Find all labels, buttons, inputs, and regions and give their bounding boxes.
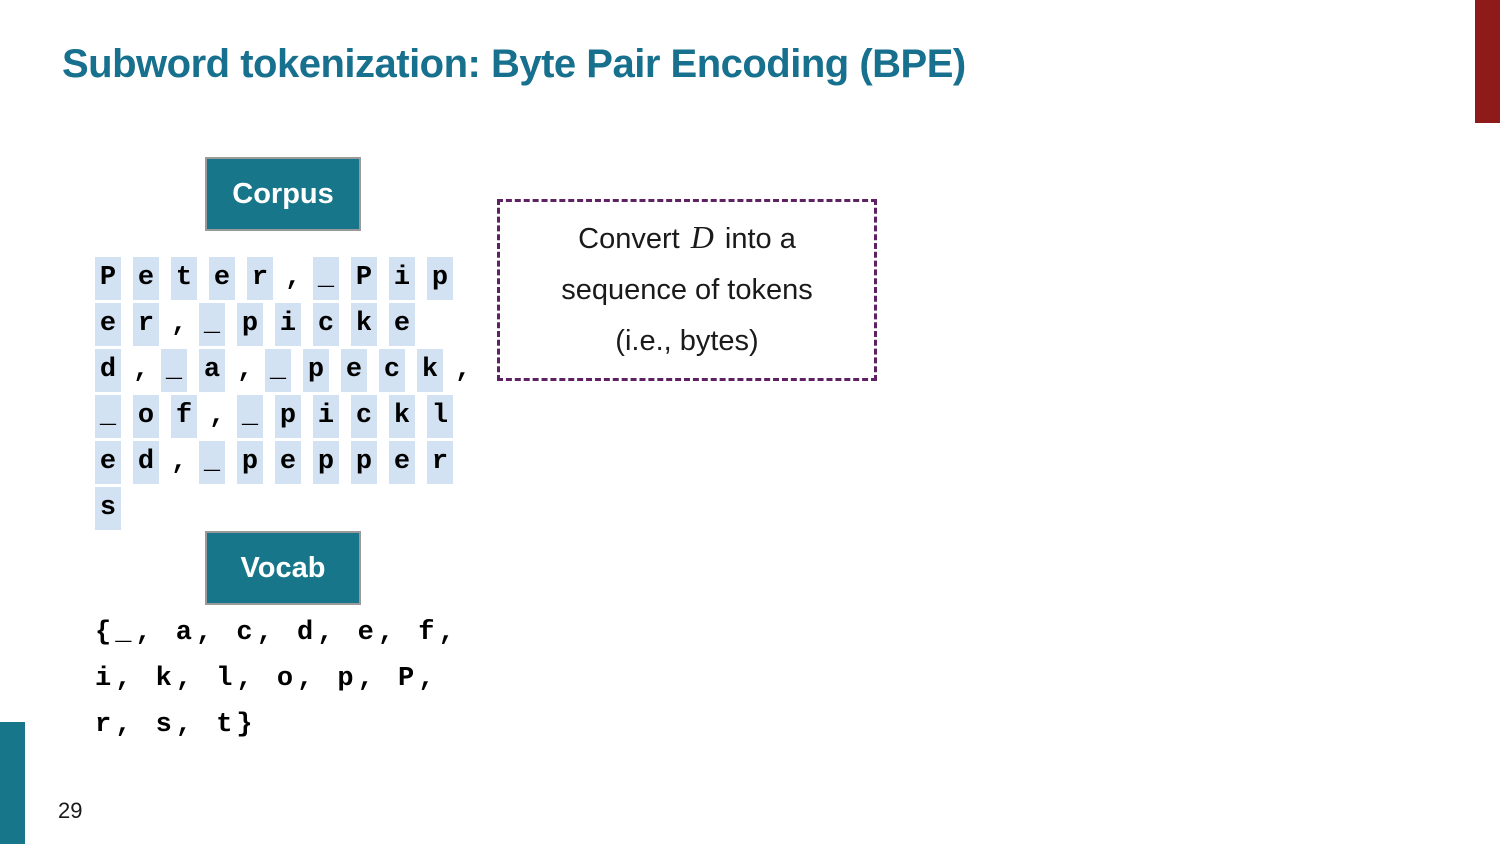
corpus-token-char: r [427, 441, 453, 484]
corpus-token-char: _ [199, 303, 225, 346]
corpus-token-char: k [351, 303, 377, 346]
corpus-token-char: k [389, 395, 415, 438]
corpus-separator: , [237, 355, 254, 385]
corpus-token-char: p [275, 395, 301, 438]
corpus-separator: , [285, 263, 302, 293]
top-right-accent-bar [1475, 0, 1500, 123]
corpus-token-char: e [209, 257, 235, 300]
corpus-token-char: _ [265, 349, 291, 392]
corpus-token-char: e [389, 441, 415, 484]
corpus-token-char: e [133, 257, 159, 300]
note-line-2: sequence of tokens [561, 274, 813, 306]
page-number: 29 [58, 798, 83, 823]
corpus-token-char: e [95, 441, 121, 484]
corpus-token-char: _ [313, 257, 339, 300]
corpus-token-char: e [341, 349, 367, 392]
corpus-token-char: r [133, 303, 159, 346]
corpus-token-char: d [95, 349, 121, 392]
corpus-token-char: l [427, 395, 453, 438]
corpus-token-char: f [171, 395, 197, 438]
page-title: Subword tokenization: Byte Pair Encoding… [62, 42, 966, 86]
corpus-token-char: s [95, 487, 121, 530]
note-box: Convert D into a sequence of tokens (i.e… [497, 199, 877, 381]
corpus-token-char: i [275, 303, 301, 346]
corpus-token-char: _ [95, 395, 121, 438]
corpus-separator: , [133, 355, 150, 385]
corpus-token-char: c [351, 395, 377, 438]
corpus-token-char: i [313, 395, 339, 438]
corpus-token-char: i [389, 257, 415, 300]
corpus-label: Corpus [232, 177, 334, 210]
corpus-token-char: P [351, 257, 377, 300]
note-line-1: Convert D into a [500, 212, 874, 265]
corpus-token-char: p [237, 441, 263, 484]
corpus-token-char: e [275, 441, 301, 484]
corpus-token-char: _ [237, 395, 263, 438]
corpus-token-char: r [247, 257, 273, 300]
vocab-label-box: Vocab [205, 531, 361, 605]
vocab-row: i, k, l, o, p, P, [95, 664, 439, 694]
corpus-token-char: e [389, 303, 415, 346]
corpus-token-char: c [379, 349, 405, 392]
math-d-symbol: D [690, 219, 714, 255]
corpus-row: s [95, 487, 483, 533]
vocab-label: Vocab [240, 551, 326, 584]
corpus-token-char: k [417, 349, 443, 392]
corpus-token-char: p [351, 441, 377, 484]
corpus-token-char: p [237, 303, 263, 346]
note-line1-pre: Convert [578, 223, 680, 255]
corpus-separator: , [171, 309, 188, 339]
note-line-3: (i.e., bytes) [615, 325, 759, 357]
corpus-separator: , [171, 447, 188, 477]
corpus-label-box: Corpus [205, 157, 361, 231]
corpus-token-char: p [303, 349, 329, 392]
corpus-token-char: p [313, 441, 339, 484]
corpus-token-char: o [133, 395, 159, 438]
vocab-text: {_, a, c, d, e, f, i, k, l, o, p, P, r, s,… [95, 610, 459, 748]
corpus-separator: , [455, 355, 472, 385]
corpus-token-char: a [199, 349, 225, 392]
corpus-token-char: p [427, 257, 453, 300]
corpus-separator: , [209, 401, 226, 431]
vocab-row: r, s, t} [95, 710, 257, 740]
corpus-token-char: _ [199, 441, 225, 484]
note-line1-post: into a [724, 223, 796, 255]
vocab-row: {_, a, c, d, e, f, [95, 618, 459, 648]
bottom-left-accent-bar [0, 722, 25, 844]
corpus-token-char: e [95, 303, 121, 346]
corpus-token-char: c [313, 303, 339, 346]
corpus-token-char: d [133, 441, 159, 484]
corpus-token-char: _ [161, 349, 187, 392]
corpus-token-char: P [95, 257, 121, 300]
corpus-token-char: t [171, 257, 197, 300]
